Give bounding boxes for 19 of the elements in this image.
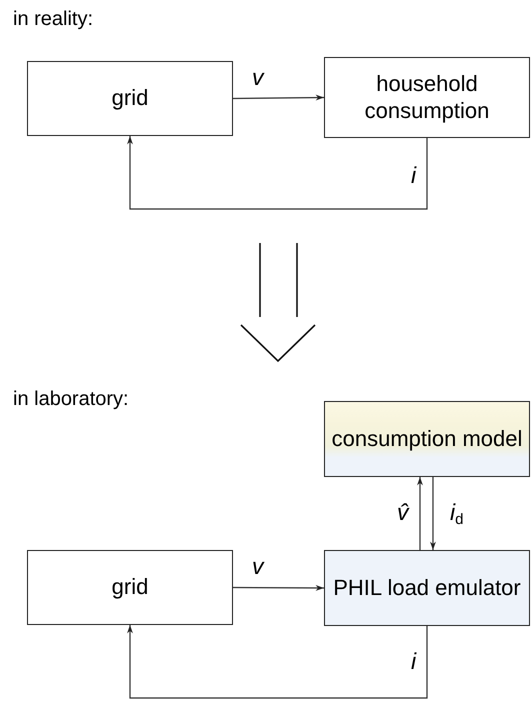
block-box	[27, 550, 233, 625]
arrow	[127, 136, 428, 210]
block-label: consumption model	[332, 426, 522, 452]
block-label: grid	[112, 85, 148, 112]
block-box	[324, 550, 530, 626]
block-label: PHIL load emulator	[333, 574, 521, 602]
block-label: household consumption	[364, 70, 490, 124]
block-box	[324, 401, 530, 477]
section-heading: in laboratory:	[13, 388, 129, 411]
edge-label: i$_{d}$	[449, 501, 464, 527]
arrow	[233, 585, 324, 591]
block-label: grid	[112, 574, 148, 601]
block-box	[27, 61, 233, 136]
arrow	[127, 625, 428, 699]
arrow	[417, 477, 423, 550]
section-heading: in reality:	[13, 8, 94, 31]
block-box	[324, 57, 530, 138]
arrow	[430, 477, 436, 550]
arrow	[233, 94, 324, 101]
